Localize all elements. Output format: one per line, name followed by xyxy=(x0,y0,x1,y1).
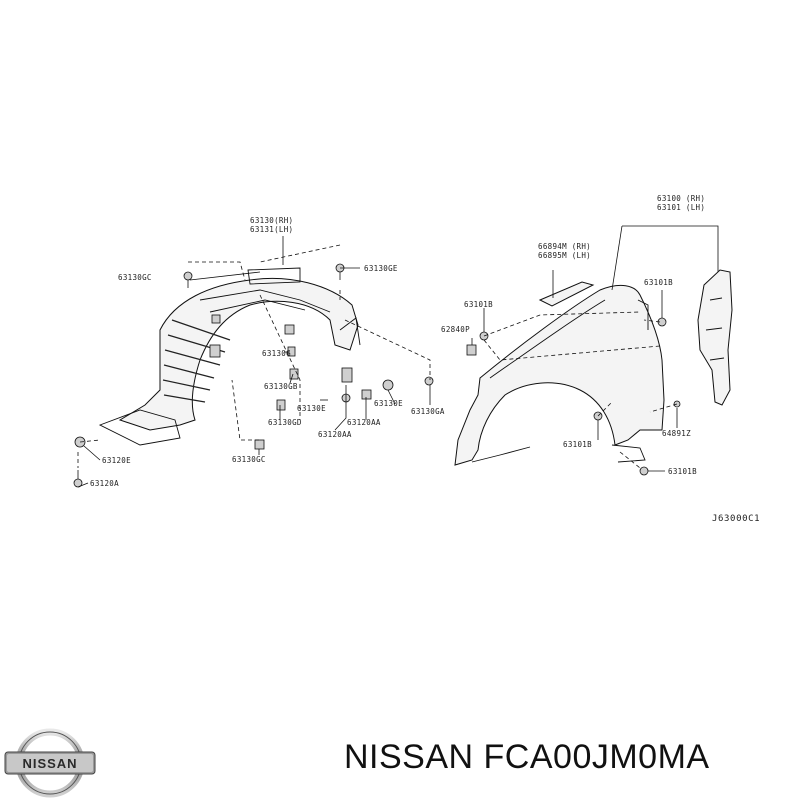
callout-63130gd: 63130GD xyxy=(268,418,302,427)
part-number-title: NISSAN FCA00JM0MA xyxy=(344,738,710,776)
callout-63120aa-b: 63120AA xyxy=(318,430,352,439)
svg-text:NISSAN: NISSAN xyxy=(22,756,77,771)
callout-63101b-d: 63101B xyxy=(668,467,697,476)
callout-63130ga: 63130GA xyxy=(411,407,445,416)
nissan-logo: NISSAN xyxy=(4,728,96,798)
diagram-reference-code: J63000C1 xyxy=(712,514,760,524)
front-fender-panel xyxy=(454,284,665,466)
callout-64891z: 64891Z xyxy=(662,429,691,438)
callout-63101b-c: 63101B xyxy=(563,440,592,449)
fender-bracket xyxy=(697,269,733,406)
callout-63130ge: 63130GE xyxy=(364,264,398,273)
callout-63120e: 63120E xyxy=(102,456,131,465)
callout-66894m-rh: 66894M (RH) xyxy=(538,242,591,251)
callout-63101-lh: 63101 (LH) xyxy=(657,203,705,212)
fender-seal xyxy=(538,281,595,307)
callout-62840p: 62840P xyxy=(441,325,470,334)
fasteners-left xyxy=(73,263,434,488)
callout-63130e-b: 63130E xyxy=(374,399,403,408)
fender-protector-liner xyxy=(98,267,361,446)
callout-63130g: 63130G xyxy=(262,349,291,358)
callout-63130-rh: 63130(RH) xyxy=(250,216,293,225)
callout-66895m-lh: 66895M (LH) xyxy=(538,251,591,260)
callout-63130e-a: 63130E xyxy=(297,404,326,413)
callout-63130gb: 63130GB xyxy=(264,382,298,391)
callout-63100-rh: 63100 (RH) xyxy=(657,194,705,203)
callout-63101b-a: 63101B xyxy=(644,278,673,287)
callout-63101b-b: 63101B xyxy=(464,300,493,309)
leader-lines-right xyxy=(471,225,719,472)
leader-lines-left xyxy=(77,236,431,488)
callout-63130gc-top: 63130GC xyxy=(118,273,152,282)
callout-63120aa-a: 63120AA xyxy=(347,418,381,427)
callout-63130gc-bottom: 63130GC xyxy=(232,455,266,464)
callout-63120a: 63120A xyxy=(90,479,119,488)
callout-63131-lh: 63131(LH) xyxy=(250,225,293,234)
